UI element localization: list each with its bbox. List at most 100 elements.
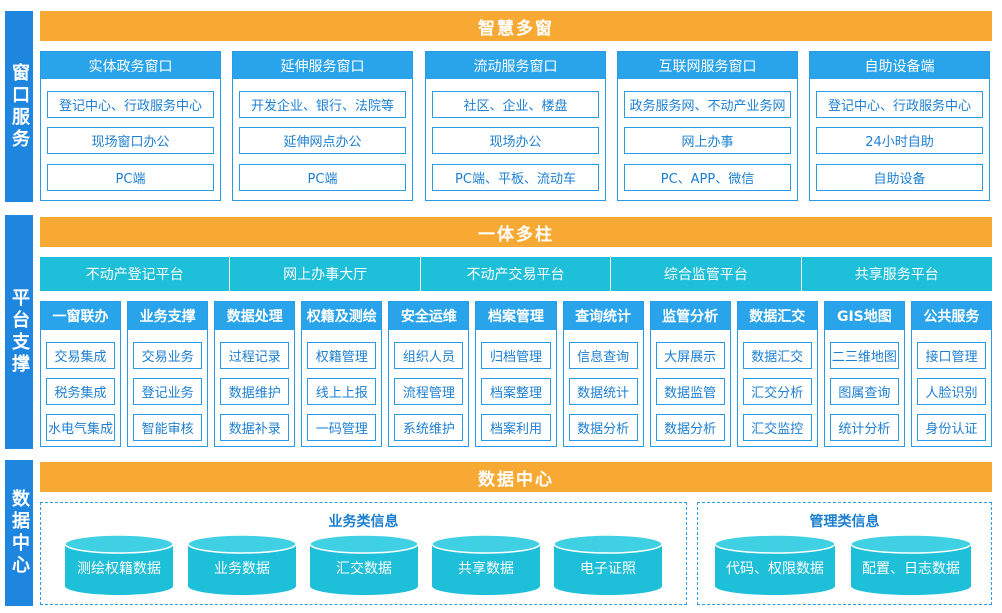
module-title: GIS地图 [824,302,904,330]
module-item: 汇交分析 [742,378,812,405]
service-window-item: 网上办事 [624,127,791,154]
cylinder-top [309,534,419,554]
module-title: 一窗联办 [41,302,121,330]
module-title: 权籍及测绘 [302,302,382,330]
service-window-item: 登记中心、行政服务中心 [816,91,983,118]
module-card: GIS地图二三维地图图属查询统计分析 [823,301,905,447]
module-item: 流程管理 [394,378,464,405]
platform-tab: 不动产交易平台 [420,257,612,291]
service-window-item: 延伸网点办公 [239,127,406,154]
module-card: 一窗联办交易集成税务集成水电气集成 [40,301,122,447]
service-window-item: 现场办公 [432,127,599,154]
module-item: 水电气集成 [46,414,116,441]
service-window-item: PC端、平板、流动车 [432,164,599,191]
module-item: 档案整理 [481,378,551,405]
module-title: 档案管理 [476,302,556,330]
platform-tab: 网上办事大厅 [230,257,421,291]
data-center-banner: 数据中心 [40,462,992,492]
service-window-item: PC端 [47,164,214,191]
module-card: 权籍及测绘权籍管理线上上报一码管理 [301,301,383,447]
service-window-item: PC端 [239,164,406,191]
service-window-title: 自助设备端 [810,52,989,79]
module-title: 数据汇交 [737,302,817,330]
module-item: 线上上报 [307,378,377,405]
cylinder-body [851,544,971,595]
service-window-item: 社区、企业、楼盘 [432,91,599,118]
module-item: 信息查询 [568,342,638,369]
service-window-title: 互联网服务窗口 [618,52,797,79]
business-data-cylinder: 共享数据 [431,534,541,595]
module-title: 监管分析 [650,302,730,330]
module-item: 组织人员 [394,342,464,369]
module-title: 业务支撑 [128,302,208,330]
module-item: 数据监管 [655,378,725,405]
module-card: 档案管理归档管理档案整理档案利用 [475,301,557,447]
module-item: 数据维护 [220,378,290,405]
service-window-title: 延伸服务窗口 [233,52,412,79]
section-label-platform-support: 平台支撑 [5,215,33,449]
business-data-cylinder: 汇交数据 [309,534,419,595]
module-item: 权籍管理 [307,342,377,369]
window-service-banner: 智慧多窗 [40,11,992,41]
module-card: 公共服务接口管理人脸识别身份认证 [910,301,992,447]
cylinder-top [714,534,836,554]
module-item: 一码管理 [307,414,377,441]
cylinder-body [188,544,296,595]
module-item: 统计分析 [829,414,899,441]
module-item: 数据补录 [220,414,290,441]
module-card: 业务支撑交易业务登记业务智能审核 [127,301,209,447]
cylinder-top [431,534,541,554]
cylinder-label: 业务数据 [214,561,270,577]
cylinder-body [310,544,418,595]
module-card: 查询统计信息查询数据统计数据分析 [562,301,644,447]
module-item: 大屏展示 [655,342,725,369]
module-title: 安全运维 [389,302,469,330]
module-item: 接口管理 [916,342,986,369]
service-window-item: 登记中心、行政服务中心 [47,91,214,118]
service-window-card: 延伸服务窗口开发企业、银行、法院等延伸网点办公 PC端 [232,51,413,201]
module-item: 交易业务 [133,342,203,369]
service-window-item: 自助设备 [816,164,983,191]
module-card: 监管分析大屏展示数据监管数据分析 [649,301,731,447]
module-item: 二三维地图 [829,342,899,369]
business-info-title: 业务类信息 [328,514,399,530]
cylinder-label: 汇交数据 [336,560,392,577]
cylinder-body [554,544,662,595]
management-data-cylinder: 代码、权限数据 [714,534,836,595]
cylinder-top [553,534,663,554]
module-item: 数据分析 [655,414,725,441]
cylinder-body [65,544,173,595]
module-item: 汇交监控 [742,414,812,441]
module-item: 交易集成 [46,342,116,369]
module-item: 数据分析 [568,414,638,441]
cylinder-body [432,544,540,595]
module-title: 数据处理 [215,302,295,330]
module-item: 档案利用 [481,414,551,441]
section-label-data-center: 数据中心 [5,460,33,606]
module-item: 数据汇交 [742,342,812,369]
cylinder-top [187,534,297,554]
service-window-title: 流动服务窗口 [426,52,605,79]
module-title: 查询统计 [563,302,643,330]
module-item: 税务集成 [46,378,116,405]
business-data-cylinder: 业务数据 [187,534,297,595]
section-label-window-service: 窗口服务 [5,11,33,202]
module-title: 公共服务 [911,302,991,330]
management-data-cylinder: 配置、日志数据 [850,534,972,595]
module-item: 图属查询 [829,378,899,405]
module-item: 归档管理 [481,342,551,369]
service-window-item: PC、APP、微信 [624,164,791,191]
cylinder-label: 共享数据 [458,560,514,577]
service-window-card: 自助设备端登记中心、行政服务中心 24小时自助自助设备 [809,51,990,201]
management-info-title: 管理类信息 [809,514,880,530]
service-window-card: 流动服务窗口社区、企业、楼盘现场办公 PC端、平板、流动车 [425,51,606,201]
service-window-item: 开发企业、银行、法院等 [239,91,406,118]
module-item: 人脸识别 [916,378,986,405]
cylinder-top [64,534,174,554]
platform-support-banner: 一体多柱 [40,217,992,247]
cylinder-label: 代码、权限数据 [726,561,824,577]
service-window-item: 24小时自助 [816,127,983,154]
cylinder-label: 测绘权籍数据 [77,560,161,577]
